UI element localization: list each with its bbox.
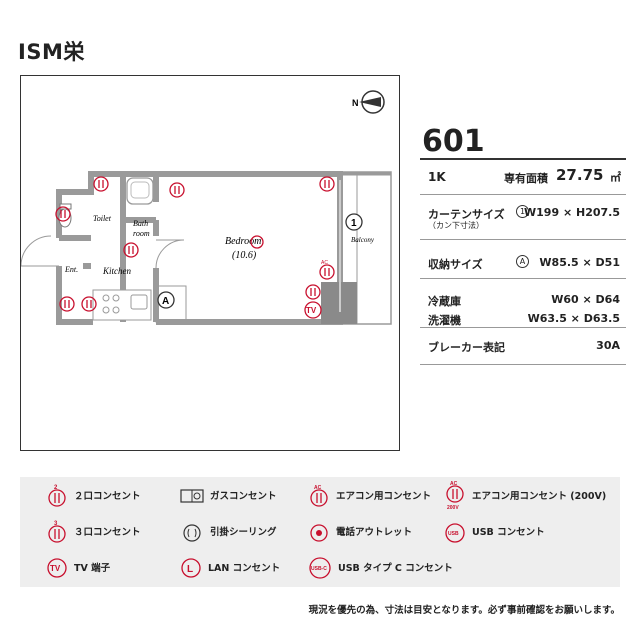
bath-label-line1: Bath: [133, 219, 148, 228]
ac-200v-outlet-icon: AC 200V: [446, 481, 464, 511]
disclaimer-note: 現況を優先の為、寸法は目安となります。必ず事前確認をお願いします。: [308, 605, 620, 616]
legend-item-lan: L LAN コンセント: [180, 555, 280, 579]
ac-outlet-icon: AC: [310, 485, 328, 507]
legend-label: 電話アウトレット: [336, 527, 413, 538]
legend-label: USB タイプ C コンセント: [338, 563, 453, 574]
phone-outlet-icon: [310, 524, 328, 542]
spec-row-curtain: カーテンサイズ （カン下寸法） 1 W199 × H207.5: [420, 194, 626, 239]
svg-text:3: 3: [54, 521, 58, 527]
svg-text:200V: 200V: [447, 505, 459, 511]
svg-text:L: L: [187, 564, 193, 575]
curtain-marker: [345, 213, 363, 231]
storage-marker: [157, 291, 175, 309]
usb-c-outlet-icon: USB-C: [309, 557, 331, 579]
curtain-label: カーテンサイズ: [428, 208, 505, 221]
area-unit: ㎡: [610, 171, 621, 184]
curtain-mark: 1: [516, 205, 529, 218]
legend-label: ２口コンセント: [74, 491, 141, 502]
ceiling-hook-icon: [183, 524, 201, 542]
spec-table: 1K 専有面積 27.75 ㎡ カーテンサイズ （カン下寸法） 1 W199 ×…: [420, 158, 626, 365]
fridge-label: 冷蔵庫: [428, 295, 461, 308]
spec-row-type: 1K 専有面積 27.75 ㎡: [420, 158, 626, 194]
breaker-label: ブレーカー表記: [428, 341, 505, 354]
bedroom-label: Bedroom: [225, 236, 261, 247]
storage-label: 収納サイズ: [428, 258, 483, 271]
breaker-value: 30A: [596, 339, 620, 352]
legend-item-usb: USB USB コンセント: [444, 519, 545, 543]
svg-text:USB: USB: [448, 531, 459, 537]
legend-item-outlet-2: 2 ２口コンセント: [46, 483, 141, 507]
washer-value: W63.5 × D63.5: [527, 312, 620, 325]
curtain-sublabel: （カン下寸法）: [428, 221, 484, 230]
lan-outlet-icon: L: [181, 558, 201, 578]
storage-value: W85.5 × D51: [539, 256, 620, 269]
gas-outlet-icon: [180, 489, 204, 503]
ac-marker-label: AC: [321, 260, 328, 266]
outlet-3-icon: 3: [48, 521, 66, 543]
legend-label: エアコン用コンセント: [336, 491, 432, 502]
legend-item-ceiling: 引掛シーリング: [180, 519, 277, 543]
legend-item-phone: 電話アウトレット: [308, 519, 412, 543]
legend-label: ガスコンセント: [210, 491, 277, 502]
curtain-value: W199 × H207.5: [524, 206, 620, 219]
storage-mark: A: [516, 255, 529, 268]
svg-text:USB-C: USB-C: [311, 566, 327, 572]
balcony-label: Balcony: [351, 236, 375, 244]
room-number: 601: [422, 124, 485, 159]
svg-text:A: A: [162, 296, 169, 307]
bath-label-line2: room: [133, 229, 150, 238]
spec-row-breaker: ブレーカー表記 30A: [420, 327, 626, 364]
svg-text:AC: AC: [314, 485, 322, 491]
legend-label: ３口コンセント: [74, 527, 141, 538]
svg-text:TV: TV: [306, 306, 317, 315]
legend-label: USB コンセント: [472, 527, 545, 538]
outlet-markers: [55, 176, 335, 312]
north-label: N: [352, 98, 359, 108]
legend-label: 引掛シーリング: [210, 527, 277, 538]
area-label: 専有面積: [504, 172, 548, 185]
bedroom-size: (10.6): [232, 250, 257, 261]
legend-item-ac: AC エアコン用コンセント: [308, 483, 431, 507]
floor-plan-drawing: N: [21, 90, 392, 325]
legend-item-tv: TV TV 端子: [46, 555, 110, 579]
usb-outlet-icon: USB: [445, 523, 465, 543]
north-arrow-icon: N: [352, 90, 385, 114]
svg-text:TV: TV: [50, 564, 61, 573]
outlet-2-icon: 2: [48, 485, 66, 507]
legend-item-gas: ガスコンセント: [180, 483, 277, 507]
page-title: ISM栄: [18, 40, 85, 64]
svg-text:2: 2: [54, 485, 58, 491]
legend-label: TV 端子: [74, 563, 111, 574]
legend-item-usb-c: USB-C USB タイプ C コンセント: [308, 555, 453, 579]
legend-item-ac-200v: AC 200V エアコン用コンセント (200V): [444, 479, 606, 511]
fridge-value: W60 × D64: [551, 293, 620, 306]
legend-label: エアコン用コンセント (200V): [472, 491, 607, 502]
spec-row-appliances: 冷蔵庫 W60 × D64 洗濯機 W63.5 × D63.5: [420, 278, 626, 327]
toilet-label: Toilet: [93, 214, 112, 223]
tv-outlet-icon: TV: [47, 558, 67, 578]
entrance-label: Ent.: [64, 265, 78, 274]
room-type: 1K: [428, 170, 446, 184]
legend-item-outlet-3: 3 ３口コンセント: [46, 519, 141, 543]
legend-label: LAN コンセント: [208, 563, 281, 574]
floor-plan: N: [20, 75, 400, 451]
kitchen-label: Kitchen: [102, 266, 131, 276]
legend: 2 ２口コンセント ガスコンセント AC エアコン用コンセント AC 200V …: [20, 477, 620, 587]
spec-row-storage: 収納サイズ A W85.5 × D51: [420, 239, 626, 278]
tv-marker: TV: [304, 301, 322, 319]
svg-text:1: 1: [351, 218, 357, 229]
svg-text:AC: AC: [450, 481, 458, 487]
washer-label: 洗濯機: [428, 314, 461, 327]
area-value: 27.75: [556, 166, 604, 184]
